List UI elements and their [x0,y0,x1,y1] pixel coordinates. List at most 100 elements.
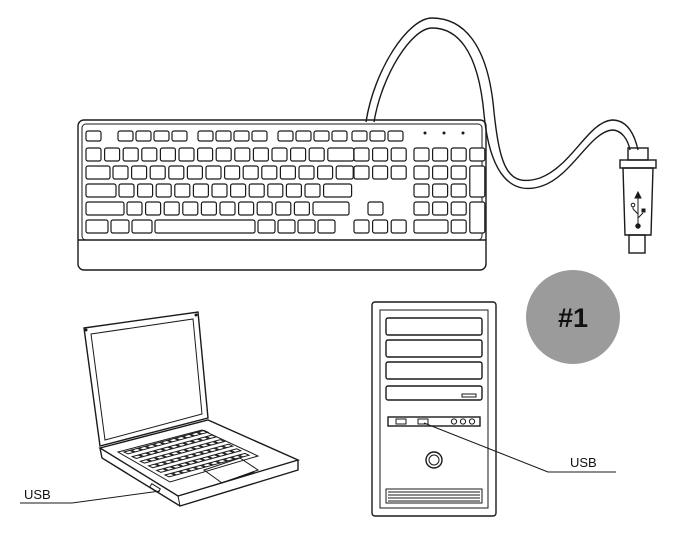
keyboard-key [261,165,278,180]
keyboard-key [85,147,102,162]
laptop-key [167,444,181,450]
laptop-key [163,472,177,478]
keyboard-key [85,219,109,234]
keyboard-key [271,147,288,162]
keyboard-key [275,201,292,216]
keyboard-key [211,183,228,198]
badge-circle [526,270,620,364]
laptop-key [130,454,144,460]
laptop-key [204,434,218,440]
keyboard-key [413,183,430,198]
keyboard-key [149,165,166,180]
keyboard-key [293,201,310,216]
laptop-key [181,433,195,439]
laptop-key [198,449,212,455]
laptop-key [152,448,166,454]
laptop-key [144,443,158,449]
keyboard-key [450,201,467,216]
keyboard-key [135,130,152,142]
keyboard-key [413,147,430,162]
keyboard-key [126,201,143,216]
laptop-key [221,443,235,449]
laptop-key [137,445,151,451]
laptop-key [200,462,214,468]
laptop-key [230,454,244,460]
keyboard-key [174,183,191,198]
usb-symbol-icon [630,190,646,229]
keyboard-key [131,165,148,180]
keyboard-keys [85,130,486,234]
keyboard-key [224,165,241,180]
laptop-key [207,454,221,459]
usb-plug-icon [619,147,657,254]
keyboard-key [168,165,185,180]
keyboard-key [103,147,121,162]
laptop-key [206,447,220,453]
keyboard-key [369,130,386,142]
keyboard-key [215,147,232,162]
keyboard-key [277,130,294,142]
laptop-key [193,464,207,470]
laptop-key [192,458,206,463]
laptop-key [191,451,205,457]
keyboard-key [257,219,276,234]
laptop-key [189,438,203,444]
keyboard-key [186,165,203,180]
keyboard-key [323,183,353,198]
laptop-key [160,446,174,452]
keyboard-key [331,130,348,142]
keyboard-key [197,147,214,162]
keyboard-key [117,130,134,142]
keyboard-key [112,165,129,180]
keyboard-key [432,183,449,198]
keyboard-key [85,183,117,198]
power-button-icon [425,451,443,469]
keyboard-key [290,147,307,162]
laptop-key [199,456,213,461]
laptop-key [138,459,152,464]
keyboard-key [450,147,467,162]
keyboard-key [118,183,135,198]
keyboard-key [219,201,236,216]
laptop-key [145,450,159,456]
keyboard-key [353,147,370,162]
keyboard-key [367,201,384,216]
keyboard-key [163,201,180,216]
keyboard-key [469,165,486,198]
keyboard-key [450,219,467,234]
laptop-key [146,457,160,462]
step-badge-text: #1 [558,303,588,333]
keyboard-key [390,147,407,162]
keyboard-key [450,165,467,180]
keyboard-key [313,130,330,142]
laptop-key [155,468,169,473]
laptop-key [190,445,204,450]
keyboard-key [335,165,354,180]
keyboard-key [137,183,154,198]
keyboard-key [145,201,162,216]
keyboard-key [469,201,486,234]
keyboard-key [159,147,176,162]
keyboard-key [141,147,158,162]
laptop-key [161,459,175,465]
keyboard-key [256,201,273,216]
keyboard-cable [365,17,639,182]
keyboard-key [297,219,316,234]
keyboard-key [85,130,102,142]
laptop-key [189,431,203,437]
keyboard-key [248,183,265,198]
keyboard-key [153,130,170,142]
laptop-key [147,463,161,469]
laptop-key [237,452,251,458]
laptop-key [185,466,199,472]
keyboard-key [312,201,350,216]
keyboard-key [234,147,251,162]
keyboard-key [469,147,486,162]
keyboard-key [295,130,312,142]
desktop-tower-icon [371,301,497,517]
keyboard-key [372,219,389,234]
keyboard-key [122,147,139,162]
laptop-key [178,468,192,474]
laptop-key [169,457,183,463]
